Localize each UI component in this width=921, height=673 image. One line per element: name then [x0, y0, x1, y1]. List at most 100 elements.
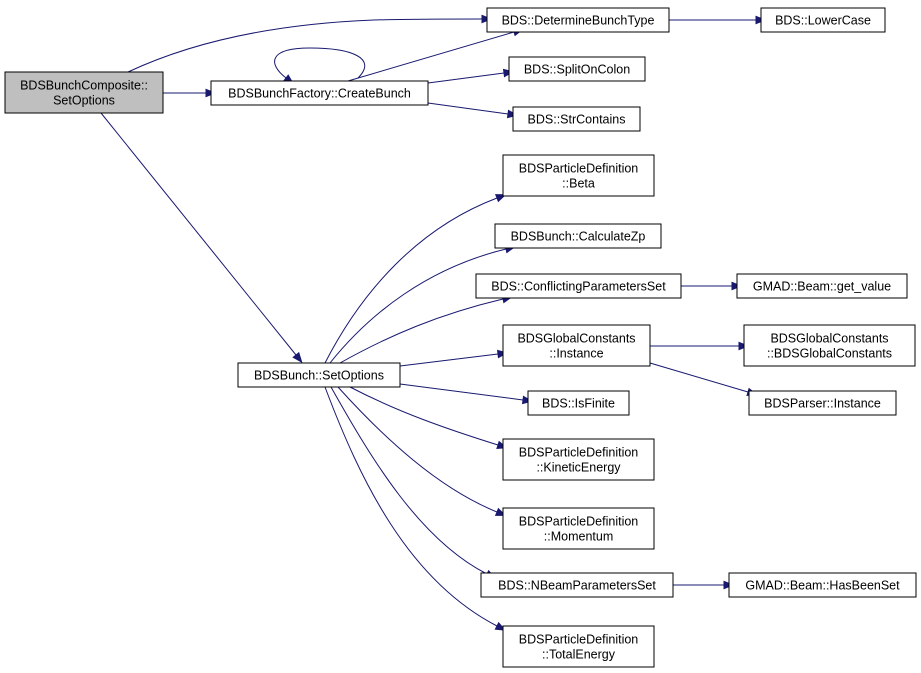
function-node-gc-ctor[interactable]: BDSGlobalConstants::BDSGlobalConstants [743, 324, 916, 367]
node-label: ::Beta [562, 177, 595, 191]
call-edge-n-beam-to-has-been-set [673, 580, 735, 590]
node-label: BDS::SplitOnColon [524, 63, 630, 77]
edge-line [100, 112, 297, 356]
node-box [494, 223, 662, 249]
node-label: BDS::DetermineBunchType [502, 14, 655, 28]
node-label: BDSBunch::SetOptions [254, 369, 384, 383]
node-label: ::BDSGlobalConstants [767, 347, 892, 361]
node-label: BDSBunchComposite:: [20, 79, 148, 93]
function-node-split-on-colon[interactable]: BDS::SplitOnColon [508, 56, 646, 82]
node-label: ::Momentum [544, 530, 613, 544]
function-node-get-value[interactable]: GMAD::Beam::get_value [736, 273, 908, 299]
node-label: GMAD::Beam::HasBeenSet [745, 579, 900, 593]
node-box [237, 362, 401, 388]
call-edge-create-bunch-to-split-on-colon [427, 68, 515, 84]
function-node-bunch-set-options[interactable]: BDSBunch::SetOptions [237, 362, 401, 388]
edge-line [127, 18, 483, 73]
node-label: SetOptions [53, 94, 115, 108]
edge-line [274, 47, 366, 79]
node-box [743, 324, 916, 367]
function-node-parser-instance[interactable]: BDSParser::Instance [748, 390, 897, 416]
node-label: BDS::NBeamParametersSet [498, 579, 656, 593]
edge-line [347, 31, 515, 82]
edge-line [427, 102, 509, 115]
function-node-is-finite[interactable]: BDS::IsFinite [527, 390, 630, 416]
node-box [748, 390, 897, 416]
call-edge-gc-instance-to-gc-ctor [650, 341, 750, 351]
node-label: BDSBunch::CalculateZp [511, 230, 646, 244]
edge-line [649, 362, 749, 393]
node-label: BDSParticleDefinition [519, 446, 639, 460]
function-node-gc-instance[interactable]: BDSGlobalConstants::Instance [502, 324, 651, 367]
node-label: BDS::ConflictingParametersSet [491, 280, 666, 294]
edge-line [330, 386, 488, 575]
node-label: BDS::StrContains [528, 113, 626, 127]
call-edge-bunch-set-options-to-kinetic-energy [349, 386, 508, 449]
function-node-n-beam[interactable]: BDS::NBeamParametersSet [480, 572, 674, 598]
call-edge-bunch-set-options-to-momentum [337, 386, 507, 516]
function-node-has-been-set[interactable]: GMAD::Beam::HasBeenSet [728, 572, 917, 598]
node-box [486, 7, 670, 33]
node-box [502, 507, 655, 550]
function-node-root: BDSBunchComposite::SetOptions [4, 71, 164, 114]
call-edges [100, 14, 767, 631]
node-label: BDSParser::Instance [764, 397, 881, 411]
function-node-conflicting[interactable]: BDS::ConflictingParametersSet [475, 273, 682, 299]
function-node-beta[interactable]: BDSParticleDefinition::Beta [502, 154, 655, 197]
call-edge-root-to-determine-bunch-type [127, 14, 493, 73]
node-box [502, 625, 655, 668]
call-edge-gc-instance-to-parser-instance [649, 362, 758, 397]
node-label: BDSBunchFactory::CreateBunch [228, 87, 411, 101]
call-edge-bunch-set-options-to-calculate-zp [329, 244, 517, 364]
node-box [736, 273, 908, 299]
node-box [508, 56, 646, 82]
function-node-determine-bunch-type[interactable]: BDS::DetermineBunchType [486, 7, 670, 33]
edge-line [324, 386, 498, 627]
node-box [502, 154, 655, 197]
node-box [512, 106, 641, 132]
call-edge-bunch-set-options-to-gc-instance [399, 349, 509, 367]
call-edge-root-to-bunch-set-options [100, 112, 303, 364]
function-node-str-contains[interactable]: BDS::StrContains [512, 106, 641, 132]
edge-line [329, 248, 507, 364]
node-label: BDSGlobalConstants [770, 332, 888, 346]
node-box [475, 273, 682, 299]
edge-arrowhead [292, 351, 303, 364]
node-label: BDS::IsFinite [542, 397, 615, 411]
node-box [527, 390, 630, 416]
node-box [760, 7, 886, 33]
node-label: BDSParticleDefinition [519, 162, 639, 176]
function-node-calculate-zp[interactable]: BDSBunch::CalculateZp [494, 223, 662, 249]
edge-line [399, 353, 499, 367]
call-edge-determine-bunch-type-to-lower-case [669, 15, 767, 25]
function-node-create-bunch[interactable]: BDSBunchFactory::CreateBunch [210, 80, 429, 106]
call-edge-create-bunch-to-create-bunch [274, 47, 366, 85]
function-node-kinetic-energy[interactable]: BDSParticleDefinition::KineticEnergy [502, 438, 655, 481]
node-box [728, 572, 917, 598]
call-edge-bunch-set-options-to-is-finite [399, 383, 534, 405]
node-label: ::Instance [549, 347, 603, 361]
function-node-momentum[interactable]: BDSParticleDefinition::Momentum [502, 507, 655, 550]
call-edge-bunch-set-options-to-conflicting [339, 294, 514, 364]
node-label: BDS::LowerCase [775, 14, 871, 28]
node-label: ::TotalEnergy [542, 648, 616, 662]
call-edge-create-bunch-to-determine-bunch-type [347, 27, 524, 82]
edge-line [349, 386, 499, 446]
call-edge-conflicting-to-get-value [681, 281, 743, 291]
node-box [502, 438, 655, 481]
edge-line [399, 383, 524, 401]
function-nodes: BDSBunchComposite::SetOptions BDSBunchFac… [4, 7, 917, 668]
node-box [210, 80, 429, 106]
node-box [502, 324, 651, 367]
edge-line [339, 298, 504, 364]
node-box [4, 71, 164, 114]
edge-line [324, 197, 498, 364]
node-box [480, 572, 674, 598]
function-node-lower-case[interactable]: BDS::LowerCase [760, 7, 886, 33]
function-node-total-energy[interactable]: BDSParticleDefinition::TotalEnergy [502, 625, 655, 668]
edge-line [427, 72, 505, 84]
call-edge-create-bunch-to-str-contains [427, 102, 519, 119]
edge-line [337, 386, 498, 513]
node-label: BDSParticleDefinition [519, 515, 639, 529]
